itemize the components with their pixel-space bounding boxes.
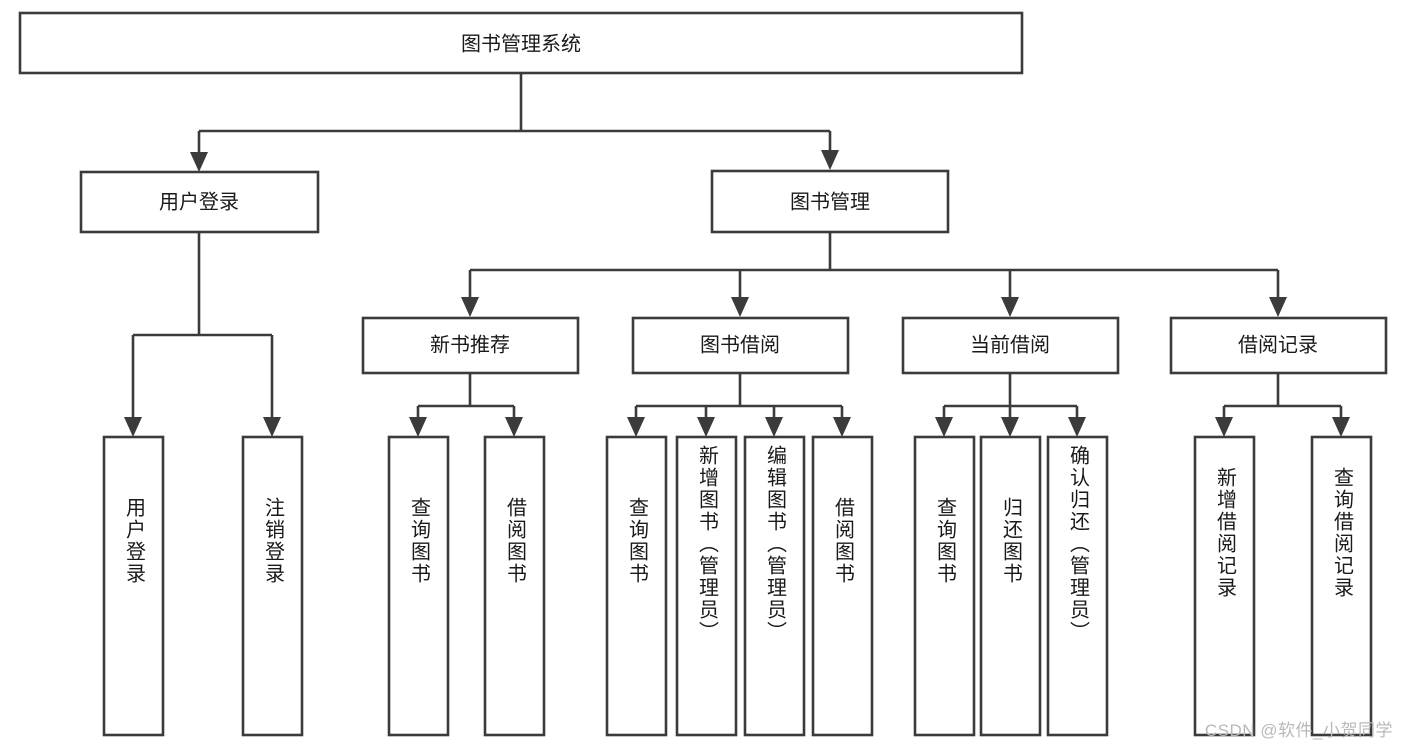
node-current-borrow[interactable]: [901, 316, 1120, 375]
arrow-l2a-to-leaf2: [263, 417, 281, 437]
arrow-l2a-to-leaf1: [124, 417, 142, 437]
node-new-book-recommend[interactable]: [361, 316, 580, 375]
leaf-query-book-rec[interactable]: [387, 435, 450, 737]
arrow-l3a-to-leaf4: [505, 417, 523, 437]
node-book-borrow[interactable]: [631, 316, 850, 375]
leaf-add-borrow-record[interactable]: [1193, 435, 1256, 737]
leaf-user-login[interactable]: [102, 435, 165, 737]
leaf-logout[interactable]: [241, 435, 304, 737]
arrow-l3a-to-leaf3: [409, 417, 427, 437]
node-new-book-recommend-label: 新书推荐: [430, 333, 510, 356]
leaf-borrow-book[interactable]: [811, 435, 874, 737]
node-book-management-label: 图书管理: [790, 190, 870, 213]
node-borrow-record-label: 借阅记录: [1238, 333, 1318, 356]
node-layer: 图书管理系统 用户登录 图书管理 新书推荐 图书借阅 当前借阅 借阅记录: [18, 11, 1388, 737]
leaf-borrow-book-rec[interactable]: [483, 435, 546, 737]
leaf-query-borrow-record[interactable]: [1310, 435, 1373, 737]
node-borrow-record[interactable]: [1169, 316, 1388, 375]
node-book-borrow-label: 图书借阅: [700, 333, 780, 356]
arrow-l3b-to-leaf7: [765, 417, 783, 437]
arrow-l2b-to-l3c: [1001, 297, 1019, 317]
leaf-add-book-admin[interactable]: [675, 435, 738, 737]
node-user-login[interactable]: [79, 170, 320, 234]
arrow-l2b-to-l3d: [1269, 297, 1287, 317]
arrow-l3c-to-leaf11: [1068, 417, 1086, 437]
arrow-l3b-to-leaf5: [627, 417, 645, 437]
leaf-query-book-borrow[interactable]: [605, 435, 668, 737]
arrow-l3b-to-leaf6: [697, 417, 715, 437]
node-current-borrow-label: 当前借阅: [970, 333, 1050, 356]
connector-layer: [124, 74, 1350, 437]
node-root[interactable]: [18, 11, 1024, 75]
leaf-query-book-current[interactable]: [913, 435, 976, 737]
leaf-confirm-return-admin[interactable]: [1046, 435, 1109, 737]
arrow-l3c-to-leaf10: [1001, 417, 1019, 437]
arrow-root-to-l2b: [821, 150, 839, 170]
arrow-l2b-to-l3b: [731, 297, 749, 317]
arrow-l2b-to-l3a: [461, 297, 479, 317]
watermark-text: CSDN @软件_小贺同学: [1204, 721, 1393, 740]
leaf-return-book[interactable]: [979, 435, 1042, 737]
arrow-l3c-to-leaf9: [935, 417, 953, 437]
arrow-l3d-to-leaf12: [1215, 417, 1233, 437]
node-user-login-label: 用户登录: [159, 190, 239, 213]
leaf-edit-book-admin[interactable]: [743, 435, 806, 737]
node-book-management[interactable]: [710, 169, 950, 234]
arrow-l3b-to-leaf8: [833, 417, 851, 437]
arrow-root-to-l2a: [190, 152, 208, 172]
arrow-l3d-to-leaf13: [1332, 417, 1350, 437]
node-root-label: 图书管理系统: [461, 32, 581, 55]
